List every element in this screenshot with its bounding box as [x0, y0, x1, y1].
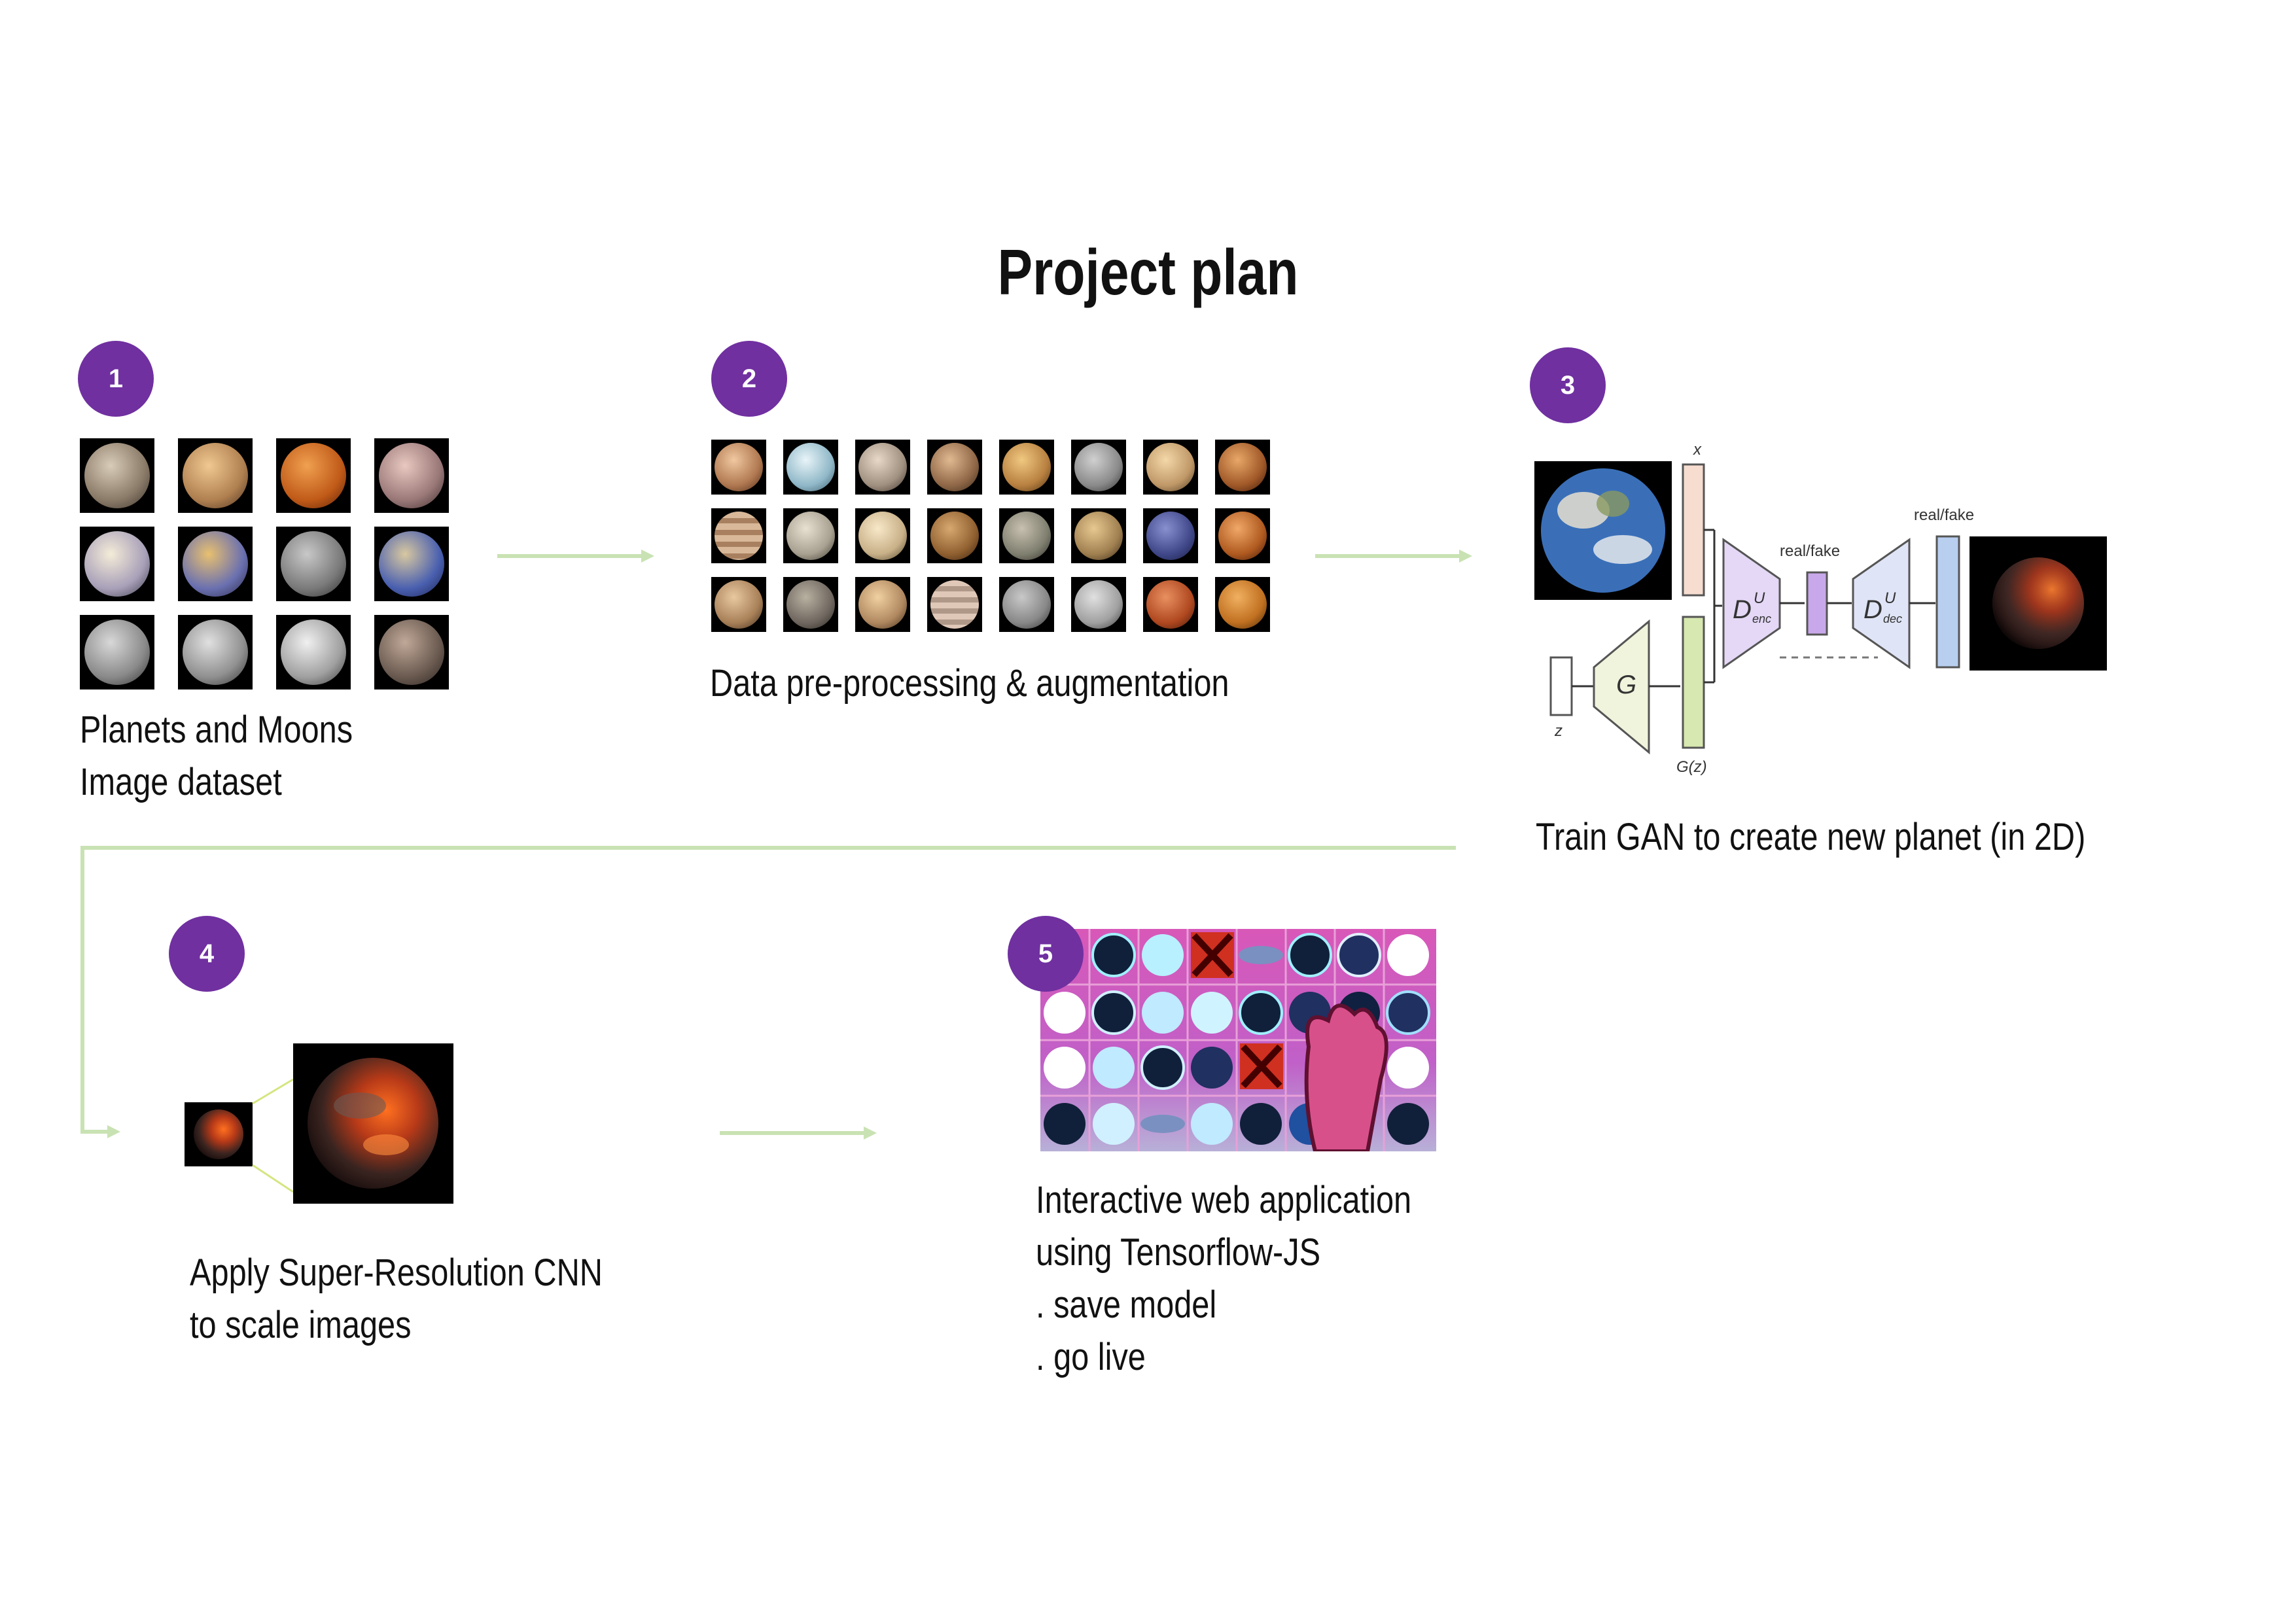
- gz-label: G(z): [1676, 758, 1707, 776]
- dataset-thumb: [374, 438, 449, 513]
- step-1-badge: 1: [78, 341, 154, 417]
- step-3-badge: 3: [1530, 347, 1606, 423]
- real-fake-label-1: real/fake: [1780, 542, 1840, 560]
- d-enc-label: D: [1733, 595, 1752, 624]
- real-fake-output-1: [1806, 571, 1828, 636]
- arrow-4-to-5: [720, 1126, 877, 1140]
- gan-architecture-diagram: x z G G(z) D U enc real/fake D U dec rea…: [1534, 441, 2107, 776]
- gz-bar: [1682, 616, 1705, 749]
- step-1-caption: Planets and Moons Image dataset: [80, 708, 353, 803]
- step-2-caption: Data pre-processing & augmentation: [710, 662, 1229, 705]
- web-app-illustration: [1040, 929, 1436, 1151]
- discriminator-decoder-block: [1852, 538, 1911, 669]
- d-dec-label: D: [1863, 595, 1882, 624]
- dataset-thumb: [80, 615, 154, 689]
- augmented-dataset-grid: [711, 440, 1271, 636]
- super-resolution-illustration: [185, 1043, 453, 1204]
- planet-dataset-grid: [80, 438, 449, 689]
- page-title: Project plan: [997, 236, 1299, 308]
- z-input-bar: [1549, 656, 1573, 716]
- step-2-badge: 2: [711, 341, 787, 417]
- dataset-thumb: [276, 615, 351, 689]
- step-4-badge: 4: [169, 916, 245, 992]
- step-5-badge: 5: [1008, 916, 1084, 992]
- svg-text:U: U: [1754, 589, 1765, 607]
- step-5-caption: Interactive web application using Tensor…: [1036, 1179, 1412, 1378]
- step-4-caption: Apply Super-Resolution CNN to scale imag…: [190, 1251, 603, 1346]
- discriminator-encoder-block: [1722, 538, 1781, 669]
- real-fake-output-2: [1935, 535, 1960, 669]
- generator-block: [1593, 619, 1650, 755]
- step-3-caption: Train GAN to create new planet (in 2D): [1536, 816, 2086, 858]
- z-label: z: [1554, 722, 1563, 740]
- x-label: x: [1693, 441, 1702, 459]
- dataset-thumb: [374, 527, 449, 601]
- arrow-3-to-4: [80, 846, 1456, 1138]
- arrow-2-to-3: [1315, 550, 1472, 563]
- svg-text:enc: enc: [1752, 612, 1771, 625]
- x-input-bar: [1682, 463, 1705, 597]
- dataset-thumb: [276, 527, 351, 601]
- dataset-thumb: [178, 438, 253, 513]
- dataset-thumb: [374, 615, 449, 689]
- svg-text:dec: dec: [1883, 612, 1902, 625]
- generator-label: G: [1616, 671, 1636, 699]
- dataset-thumb: [276, 438, 351, 513]
- svg-text:U: U: [1884, 589, 1896, 607]
- real-fake-label-2: real/fake: [1914, 506, 1974, 524]
- dataset-thumb: [178, 527, 253, 601]
- arrow-1-to-2: [497, 550, 654, 563]
- dataset-thumb: [80, 438, 154, 513]
- dataset-thumb: [178, 615, 253, 689]
- dataset-thumb: [80, 527, 154, 601]
